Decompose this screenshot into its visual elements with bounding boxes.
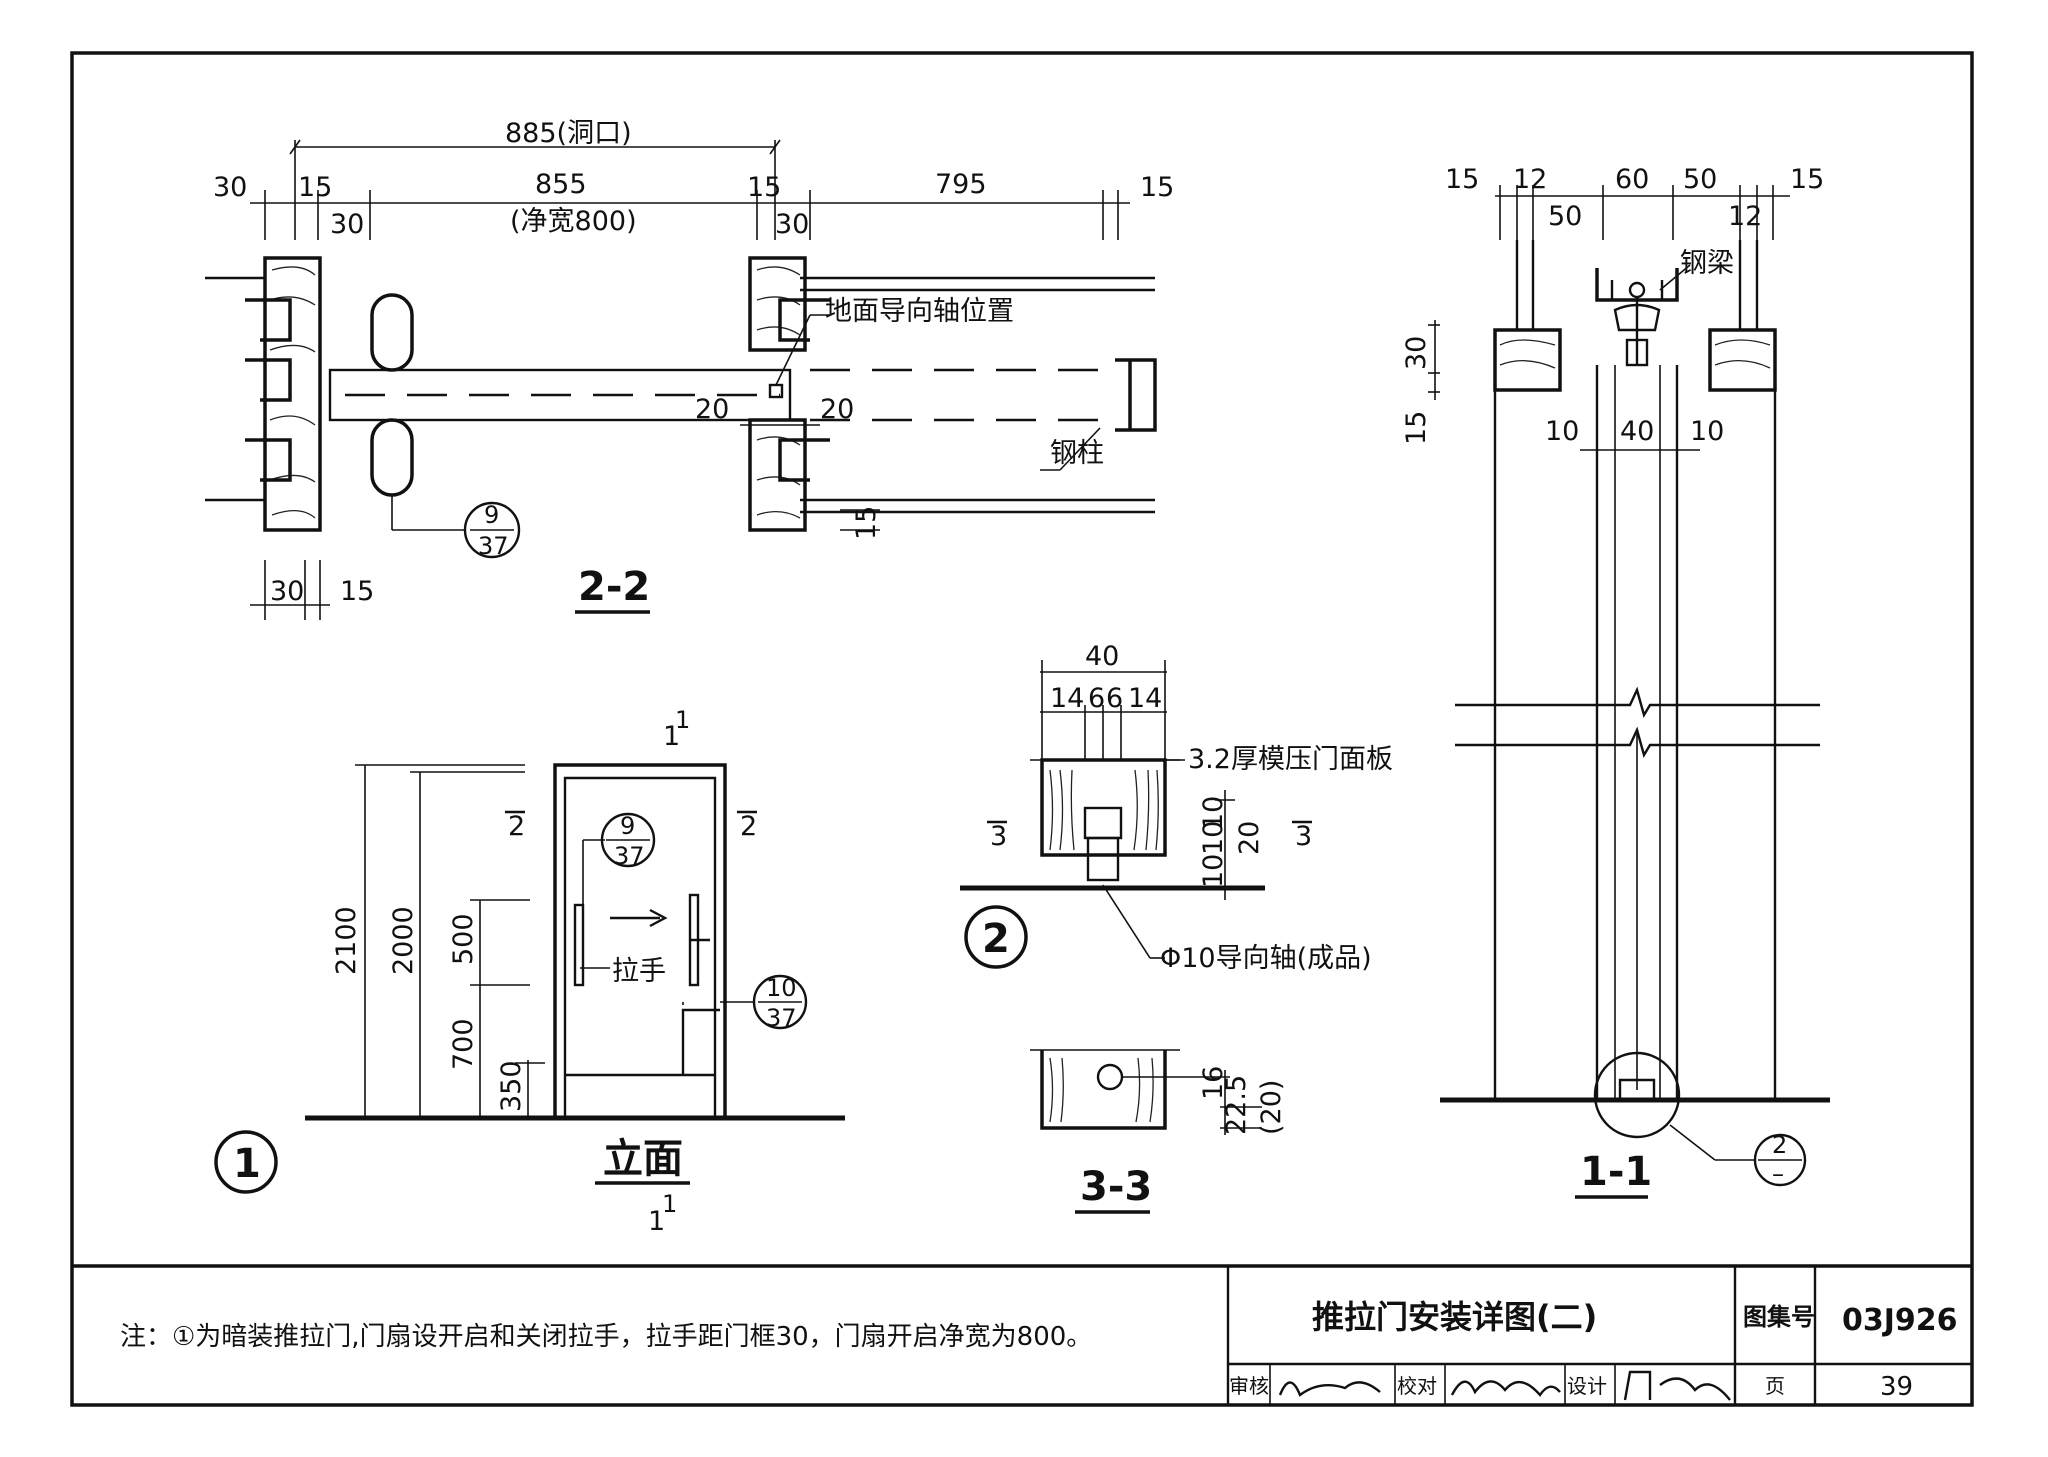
section-3-3-title: 3-3 xyxy=(1080,1164,1152,1210)
detail-ref-10-37 xyxy=(752,974,808,1030)
review-label: 审核 xyxy=(1229,1374,1269,1398)
dim-1-50a: 50 xyxy=(1683,164,1717,195)
title-block: 注：①为暗装推拉门,门扇设开启和关闭拉手，拉手距门框30，门扇开启净宽为800。… xyxy=(120,1266,1972,1405)
elevation: 拉手 2100 2000 500 700 350 1 1 2 2 9 37 xyxy=(214,706,845,1237)
dim-15c: 15 xyxy=(1140,172,1174,203)
cut-3-right: 3 xyxy=(1295,821,1312,852)
dim-795: 795 xyxy=(935,169,987,200)
detail-2-label: 2 xyxy=(982,916,1010,962)
dim-14a: 14 xyxy=(1050,683,1084,714)
dim-10a: 10 xyxy=(1198,796,1229,830)
ref-a-den: 37 xyxy=(614,842,645,870)
page-label: 页 xyxy=(1765,1374,1785,1398)
dim-6b: 6 xyxy=(1106,683,1123,714)
ref-b-num: 10 xyxy=(766,974,797,1002)
dim-20a: 20 xyxy=(695,394,729,425)
dim-1-50b: 50 xyxy=(1548,201,1582,232)
atlas-number: 03J926 xyxy=(1842,1303,1958,1338)
drawing-title: 推拉门安装详图(二) xyxy=(1312,1298,1597,1336)
cut-1-top-sup: 1 xyxy=(675,706,690,734)
ref-1-den: – xyxy=(1772,1160,1784,1188)
dim-1-12a: 12 xyxy=(1513,164,1547,195)
dim-700: 700 xyxy=(448,1018,479,1070)
guide-axis-label: Φ10导向轴(成品) xyxy=(1160,943,1372,974)
note-text: 注：①为暗装推拉门,门扇设开启和关闭拉手，拉手距门框30，门扇开启净宽为800。 xyxy=(120,1322,1092,1352)
dim-bottom-15: 15 xyxy=(340,576,374,607)
dim-1-10b: 10 xyxy=(1690,416,1724,447)
ref-num: 9 xyxy=(484,501,499,529)
section-1-1: 15 12 50 60 50 12 15 钢梁 30 15 xyxy=(1401,164,1830,1199)
dim-1-40: 40 xyxy=(1620,416,1654,447)
design-label: 设计 xyxy=(1567,1374,1607,1398)
dim-10b: 10 xyxy=(1198,821,1229,855)
dim-15a: 15 xyxy=(298,172,332,203)
dim-1-12b: 12 xyxy=(1728,201,1762,232)
dim-30b: 30 xyxy=(330,209,364,240)
detail-1-label: 1 xyxy=(233,1141,261,1187)
dim-2100: 2100 xyxy=(331,906,362,975)
dim-2000: 2000 xyxy=(388,906,419,975)
section-2-2: 885(洞口) 30 15 30 855 (净宽800) 15 30 795 1… xyxy=(205,118,1174,620)
label-guide-axis: 地面导向轴位置 xyxy=(825,296,1014,327)
dim-500: 500 xyxy=(448,913,479,965)
cut-1-bottom-sup: 1 xyxy=(662,1190,677,1218)
dim-1-60: 60 xyxy=(1615,164,1649,195)
detail-ref-9-37-elev xyxy=(600,812,656,868)
page-number: 39 xyxy=(1880,1372,1913,1402)
dim-1-15a: 15 xyxy=(1445,164,1479,195)
panel-label: 3.2厚模压门面板 xyxy=(1188,744,1393,775)
dim-30a: 30 xyxy=(213,172,247,203)
dim-20: 20 xyxy=(1234,821,1265,855)
section-2-2-title: 2-2 xyxy=(578,564,650,610)
dim-net-width: (净宽800) xyxy=(510,206,637,237)
cut-3-left: 3 xyxy=(990,821,1007,852)
section-1-1-title: 1-1 xyxy=(1580,1149,1652,1195)
dim-16: 16 xyxy=(1198,1066,1229,1100)
cut-1-top: 1 xyxy=(663,721,680,752)
atlas-label: 图集号 xyxy=(1743,1303,1815,1331)
ref-b-den: 37 xyxy=(766,1004,797,1032)
cut-1-bottom: 1 xyxy=(648,1206,665,1237)
dim-20b: 20 xyxy=(820,394,854,425)
detail-number-2 xyxy=(964,905,1028,969)
steel-beam-label: 钢梁 xyxy=(1680,248,1734,279)
dim-30c: 30 xyxy=(775,209,809,240)
dim-20-paren: (20) xyxy=(1256,1080,1287,1135)
dim-15b: 15 xyxy=(747,172,781,203)
detail-number-1 xyxy=(214,1130,278,1194)
cut-2-left: 2 xyxy=(508,811,525,842)
detail-ref-2 xyxy=(1753,1133,1807,1187)
dim-15d: 15 xyxy=(851,506,882,540)
dim-v15: 15 xyxy=(1401,411,1432,445)
ref-den: 37 xyxy=(478,532,509,560)
signature-check xyxy=(1450,1380,1561,1397)
dim-1-10a: 10 xyxy=(1545,416,1579,447)
dim-6a: 6 xyxy=(1088,683,1105,714)
dim-1-15b: 15 xyxy=(1790,164,1824,195)
detail-2-and-3-3: 40 14 6 6 14 3.2厚模压门面板 10 10 20 10 3 3 Φ… xyxy=(960,641,1393,1214)
dim-22-5: 22.5 xyxy=(1221,1075,1252,1135)
dim-40: 40 xyxy=(1085,641,1119,672)
detail-ref-9-37 xyxy=(463,501,521,559)
signature-review xyxy=(1278,1381,1381,1397)
ref-a-num: 9 xyxy=(620,812,635,840)
elevation-title: 立面 xyxy=(603,1136,683,1182)
dim-855: 855 xyxy=(535,169,587,200)
dim-opening: 885(洞口) xyxy=(505,118,632,149)
dim-bottom-30: 30 xyxy=(270,576,304,607)
dim-14b: 14 xyxy=(1128,683,1162,714)
dim-v30: 30 xyxy=(1401,336,1432,370)
label-steel-column: 钢柱 xyxy=(1050,438,1104,469)
check-label: 校对 xyxy=(1397,1374,1437,1398)
ref-1-num: 2 xyxy=(1772,1131,1787,1159)
cut-2-right: 2 xyxy=(740,811,757,842)
dim-10c: 10 xyxy=(1198,854,1229,888)
sheet-border xyxy=(70,51,1974,1407)
dim-350: 350 xyxy=(496,1060,527,1112)
handle-label: 拉手 xyxy=(612,956,666,987)
signature-design xyxy=(1623,1370,1731,1401)
